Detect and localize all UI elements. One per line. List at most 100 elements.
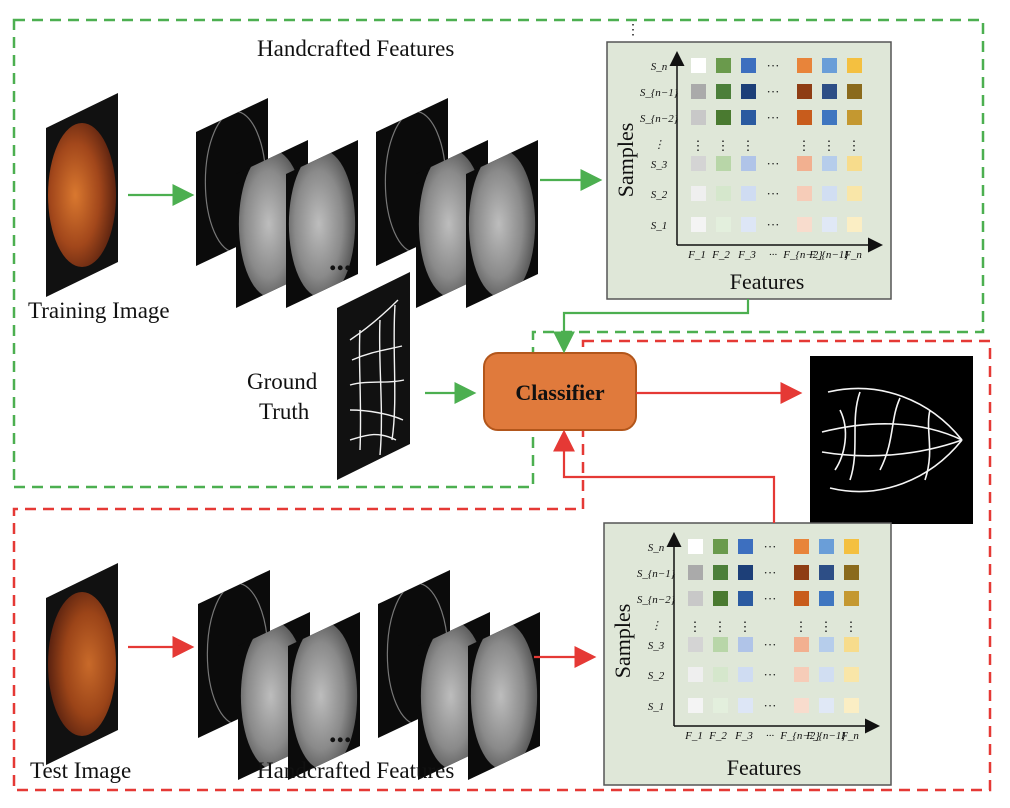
matrix-cell	[741, 156, 756, 171]
matrix-cell	[844, 667, 859, 682]
matrix-hdots: ···	[767, 58, 780, 73]
matrix-cell	[819, 565, 834, 580]
matrix-cell	[738, 565, 753, 580]
matrix-cell	[819, 667, 834, 682]
matrix-col-label: F_{n−1}	[805, 730, 846, 742]
matrix-cell	[713, 565, 728, 580]
matrix-col-label: F_{n−2}	[779, 730, 820, 742]
matrix-cell	[738, 539, 753, 554]
handcrafted-features-bottom-label: Handcrafted Features	[257, 758, 454, 783]
matrix-vdots: ⋮	[798, 138, 811, 153]
matrix-cell	[847, 58, 862, 73]
feature-matrix-train: SamplesFeaturesS_n···S_{n−1}···S_{n−2}··…	[606, 41, 892, 300]
matrix-row-label: S_3	[651, 159, 668, 171]
arrow-matrix-train-to-classifier	[553, 299, 750, 354]
matrix-cell	[738, 667, 753, 682]
matrix-cell	[688, 667, 703, 682]
matrix-cell	[794, 698, 809, 713]
test-image-label: Test Image	[30, 758, 131, 783]
matrix-cell	[716, 110, 731, 125]
matrix-col-label: ···	[769, 249, 778, 261]
matrix-vdots: ⋮	[739, 619, 752, 634]
matrix-cell	[847, 84, 862, 99]
matrix-col-label: F_3	[737, 249, 756, 261]
ground-truth-label-line2: Truth	[259, 399, 310, 424]
ground-truth-image	[337, 272, 410, 480]
matrix-row-label: S_{n−1}	[640, 87, 679, 99]
matrix-y-label: Samples	[613, 123, 638, 198]
feature-map-card	[288, 612, 360, 780]
matrix-cell	[797, 84, 812, 99]
matrix-cell	[741, 186, 756, 201]
feature-map-card	[466, 140, 538, 308]
matrix-cell	[691, 217, 706, 232]
matrix-cell	[741, 110, 756, 125]
matrix-hdots: ···	[767, 186, 780, 201]
matrix-cell	[713, 539, 728, 554]
matrix-row-label: S_{n−1}	[637, 568, 676, 580]
matrix-col-label: F_n	[840, 730, 859, 742]
classifier-box: Classifier	[483, 352, 637, 431]
matrix-cell	[691, 156, 706, 171]
matrix-col-label: F_3	[734, 730, 753, 742]
matrix-x-label: Features	[730, 269, 805, 294]
matrix-col-label: F_1	[687, 249, 706, 261]
matrix-row-label: S_1	[648, 701, 665, 713]
matrix-col-label: F_{n−1}	[808, 249, 849, 261]
matrix-cell	[822, 156, 837, 171]
matrix-cell	[844, 591, 859, 606]
matrix-hdots: ···	[764, 565, 777, 580]
matrix-cell	[713, 591, 728, 606]
matrix-cell	[716, 58, 731, 73]
matrix-row-label: S_3	[648, 640, 665, 652]
matrix-row-label: S_n	[648, 542, 665, 554]
ground-truth-label-line1: Ground	[247, 369, 318, 394]
matrix-cell	[691, 58, 706, 73]
matrix-cell	[794, 565, 809, 580]
training-image-label: Training Image	[28, 298, 170, 323]
matrix-vdots: ⋮	[820, 619, 833, 634]
matrix-cell	[716, 217, 731, 232]
matrix-cell	[794, 667, 809, 682]
matrix-cell	[819, 591, 834, 606]
matrix-cell	[844, 539, 859, 554]
matrix-col-label: F_2	[708, 730, 727, 742]
matrix-row-label: S_{n−2}	[640, 113, 679, 125]
matrix-cell	[688, 591, 703, 606]
matrix-vdots: ⋮	[714, 619, 727, 634]
matrix-col-label: F_n	[843, 249, 862, 261]
feature-map-card	[286, 140, 358, 308]
matrix-cell	[741, 217, 756, 232]
matrix-cell	[797, 156, 812, 171]
training-image	[46, 93, 118, 297]
matrix-cell	[691, 186, 706, 201]
matrix-vdots: ⋮	[692, 138, 705, 153]
vdots-top: ⋮	[626, 23, 640, 38]
matrix-cell	[741, 84, 756, 99]
matrix-x-label: Features	[727, 755, 802, 780]
matrix-cell	[797, 186, 812, 201]
matrix-cell	[822, 110, 837, 125]
matrix-col-label: F_{n−2}	[782, 249, 823, 261]
matrix-row-label: ⋮	[651, 620, 662, 632]
matrix-row-label: S_2	[648, 670, 665, 682]
matrix-hdots: ···	[764, 591, 777, 606]
matrix-row-label: S_2	[651, 189, 668, 201]
matrix-cell	[847, 156, 862, 171]
test-image	[46, 563, 118, 765]
matrix-cell	[713, 637, 728, 652]
matrix-hdots: ···	[767, 110, 780, 125]
matrix-cell	[822, 217, 837, 232]
ellipsis-top: ...	[329, 244, 352, 277]
matrix-cell	[688, 637, 703, 652]
matrix-cell	[819, 539, 834, 554]
matrix-cell	[847, 110, 862, 125]
matrix-cell	[822, 186, 837, 201]
matrix-hdots: ···	[764, 637, 777, 652]
matrix-cell	[844, 565, 859, 580]
test-region-border	[12, 339, 992, 792]
matrix-cell	[819, 637, 834, 652]
matrix-cell	[794, 539, 809, 554]
matrix-hdots: ···	[767, 84, 780, 99]
